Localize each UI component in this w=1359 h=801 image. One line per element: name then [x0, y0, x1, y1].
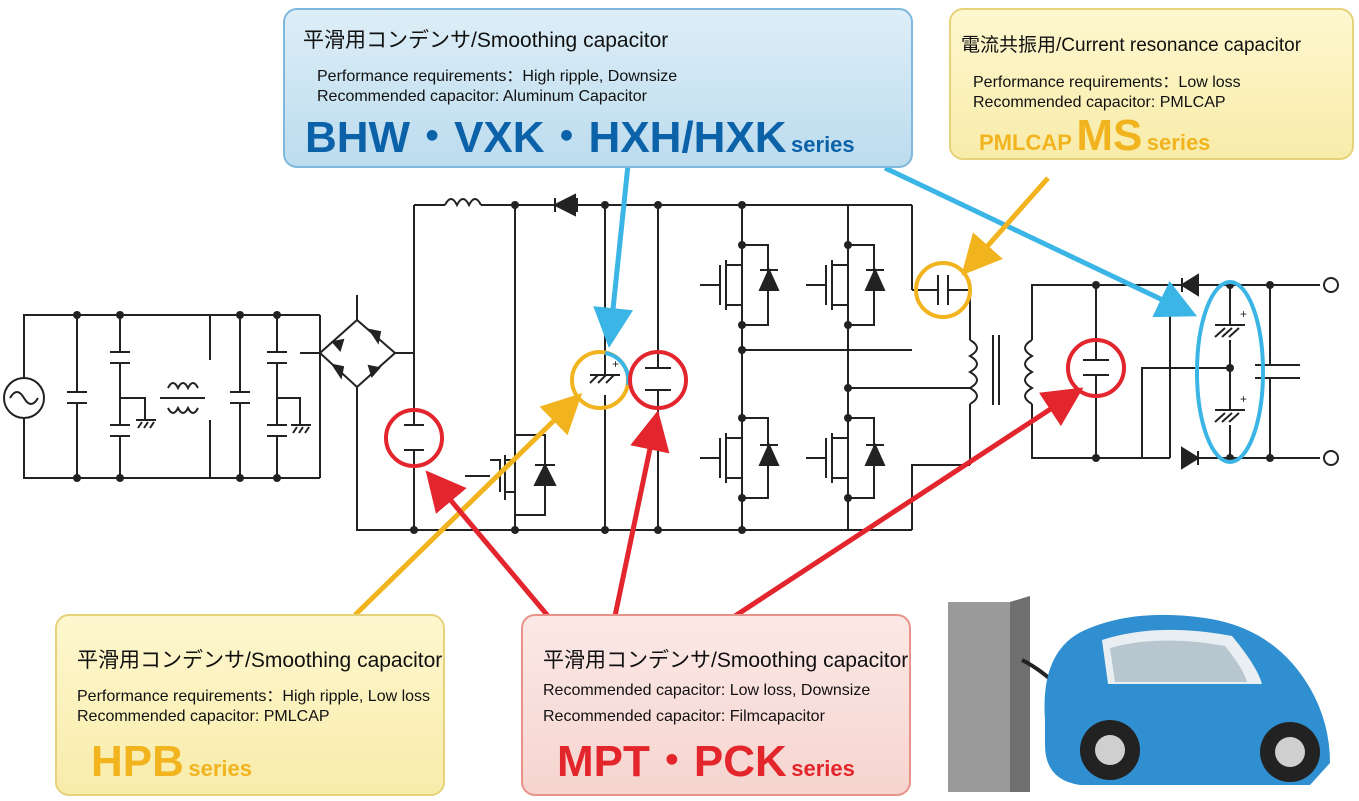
series-prefix: PMLCAP — [979, 130, 1072, 155]
bridge-rectifier-icon — [318, 318, 397, 389]
callout-title: 平滑用コンデンサ/Smoothing capacitor — [543, 649, 909, 672]
ev-charging-picture — [948, 596, 1330, 792]
series-name: BHW・VXK・HXH/HXK — [305, 113, 787, 162]
recommended-capacitor: Recommended capacitor: Low loss, Downsiz… — [543, 682, 871, 699]
arrow-red — [612, 410, 670, 617]
mosfet-switch-icon — [806, 244, 886, 326]
svg-text:+: + — [612, 357, 619, 371]
svg-text:+: + — [1240, 392, 1247, 406]
callout-title: 平滑用コンデンサ/Smoothing capacitor — [303, 29, 669, 52]
performance-requirements: Performance requirements：Low loss — [973, 74, 1241, 91]
series-name: MS — [1076, 111, 1143, 160]
ac-source-icon — [3, 377, 45, 419]
transformer-icon — [967, 335, 1035, 465]
series-suffix: series — [1146, 130, 1211, 155]
arrow-red — [733, 387, 1084, 619]
highlight-output-film-cap-circle — [1066, 338, 1126, 398]
series-name: MPT・PCK — [557, 737, 787, 786]
callout-smoothing-aluminum: 平滑用コンデンサ/Smoothing capacitor Performance… — [283, 8, 913, 168]
series-suffix: series — [791, 756, 855, 781]
svg-text:+: + — [1240, 307, 1247, 321]
series-name: HPB — [91, 737, 184, 786]
common-mode-choke-icon — [160, 382, 205, 414]
mosfet-switch-icon — [700, 417, 780, 499]
arrow-yellow — [961, 176, 1050, 276]
callout-current-resonance: 電流共振用/Current resonance capacitor Perfor… — [949, 8, 1354, 160]
series-suffix: series — [188, 756, 252, 781]
performance-requirements: Performance requirements：High ripple, Do… — [317, 68, 678, 85]
highlight-resonance-cap-circle — [914, 261, 972, 319]
callout-smoothing-film: 平滑用コンデンサ/Smoothing capacitor Recommended… — [521, 614, 911, 796]
performance-requirements: Performance requirements：High ripple, Lo… — [77, 688, 431, 705]
highlight-pfc-film-cap-circle — [384, 408, 444, 468]
recommended-capacitor: Recommended capacitor: Filmcapacitor — [543, 708, 825, 725]
highlight-output-aluminum-caps-ellipse — [1195, 280, 1265, 464]
arrow-red — [425, 470, 550, 618]
callout-title: 電流共振用/Current resonance capacitor — [961, 35, 1302, 56]
arrow-blue — [593, 164, 633, 348]
series-suffix: series — [791, 132, 855, 157]
arrow-blue — [883, 165, 1198, 318]
recommended-capacitor: Recommended capacitor: Aluminum Capacito… — [317, 88, 647, 105]
recommended-capacitor: Recommended capacitor: PMLCAP — [77, 708, 330, 725]
callout-smoothing-pmlcap: 平滑用コンデンサ/Smoothing capacitor Performance… — [55, 614, 445, 796]
mosfet-switch-icon — [806, 417, 886, 499]
mosfet-switch-icon — [700, 244, 780, 326]
recommended-capacitor: Recommended capacitor: PMLCAP — [973, 94, 1226, 111]
highlight-film-cap-circle — [628, 350, 688, 410]
callout-title: 平滑用コンデンサ/Smoothing capacitor — [77, 649, 443, 672]
